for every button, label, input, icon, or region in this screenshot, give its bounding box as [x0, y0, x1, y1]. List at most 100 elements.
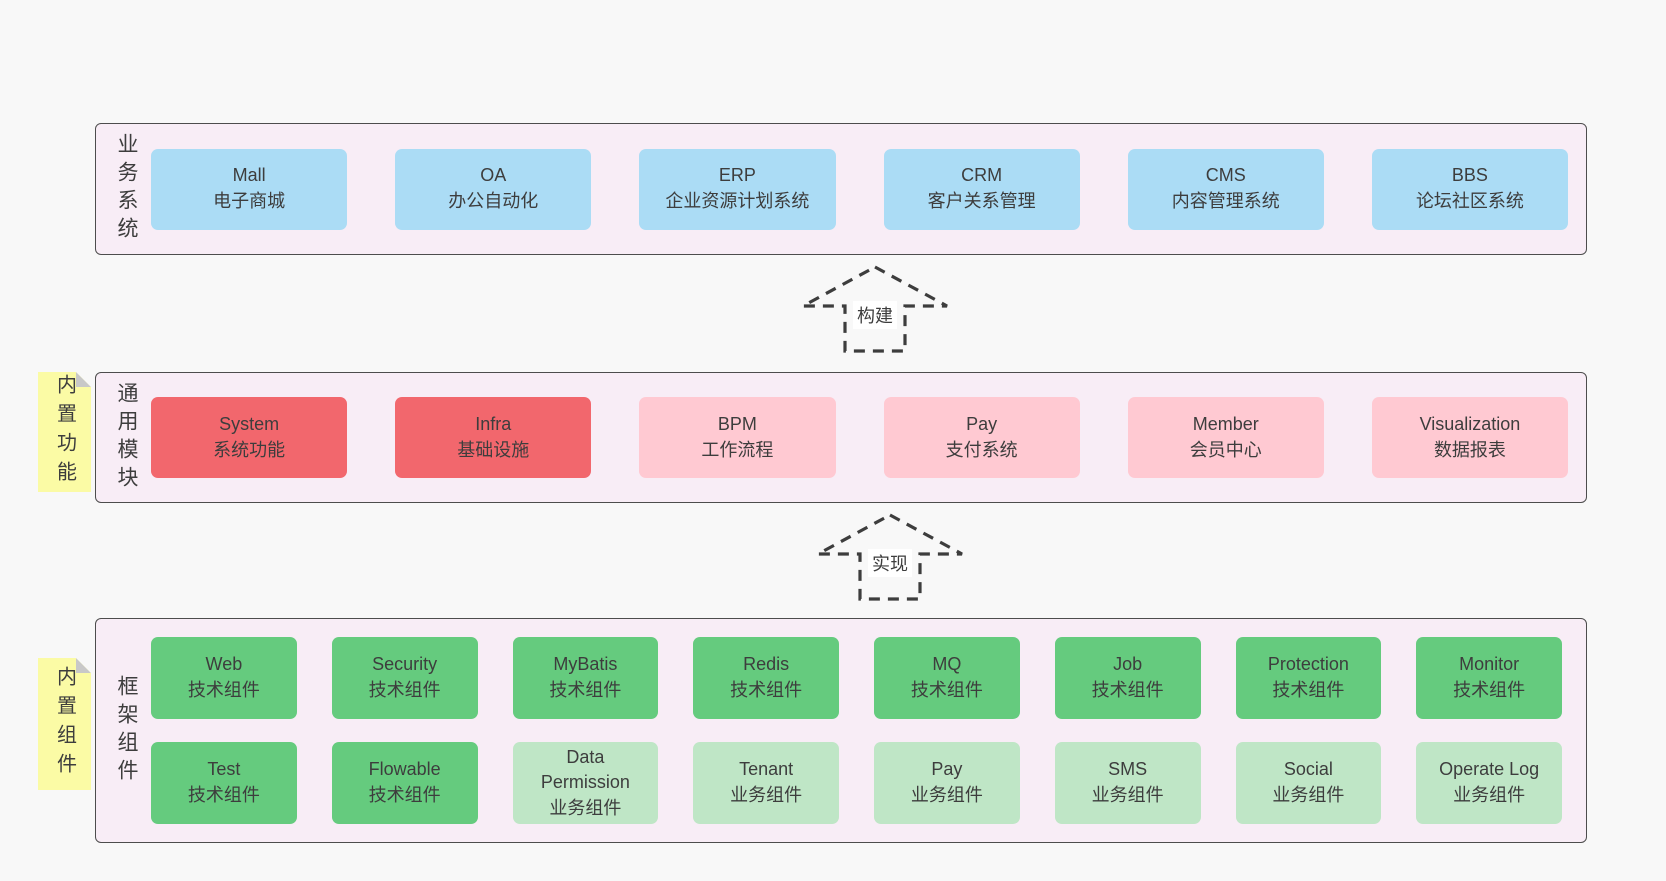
component-row-2: Test 技术组件 Flowable 技术组件 Data Permission … [151, 742, 1562, 824]
node-visualization: Visualization 数据报表 [1371, 397, 1569, 478]
node-subtitle: 技术组件 [1272, 680, 1345, 700]
node-data-permission: Data Permission 业务组件 [512, 742, 659, 824]
folded-corner-icon [76, 372, 91, 387]
band-business-systems: 业务系统 Mall 电子商城 OA 办公自动化 ERP 企业资源计划系统 CRM… [95, 123, 1587, 255]
arrow-label: 实现 [868, 549, 912, 577]
band-label-common-modules: 通用模块 [115, 381, 138, 494]
node-subtitle: 客户关系管理 [927, 191, 1036, 211]
node-mybatis: MyBatis 技术组件 [512, 637, 659, 719]
node-social: Social 业务组件 [1235, 742, 1382, 824]
node-title: BBS [1451, 165, 1488, 186]
sticky-label: 内置组件 [53, 666, 76, 782]
module-nodes: System 系统功能 Infra 基础设施 BPM 工作流程 Pay 支付系统… [151, 397, 1569, 478]
node-bbs: BBS 论坛社区系统 [1371, 148, 1569, 230]
node-title: OA [480, 165, 507, 186]
sticky-built-in-components: 内置组件 [38, 658, 91, 790]
node-job: Job 技术组件 [1054, 637, 1201, 719]
node-title: ERP [718, 165, 756, 186]
node-system: System 系统功能 [151, 397, 348, 478]
node-pay-biz: Pay 业务组件 [874, 742, 1020, 824]
node-title: Pay [966, 413, 998, 434]
node-title: Flowable [368, 759, 441, 780]
node-member: Member 会员中心 [1127, 397, 1324, 478]
node-title: Redis [743, 654, 790, 675]
sticky-label: 内置功能 [53, 374, 76, 490]
node-subtitle: 业务组件 [549, 797, 622, 818]
arrow-build: 构建 [800, 264, 950, 354]
node-protection: Protection 技术组件 [1235, 637, 1382, 719]
node-subtitle: 业务组件 [730, 785, 803, 805]
node-subtitle: 业务组件 [1091, 785, 1164, 805]
node-title: Visualization [1419, 413, 1521, 434]
node-title: MyBatis [553, 654, 618, 675]
node-subtitle: 系统功能 [213, 439, 286, 460]
band-label-framework-components: 框架组件 [115, 674, 138, 787]
node-operate-log: Operate Log 业务组件 [1416, 742, 1562, 824]
band-label-business-systems: 业务系统 [115, 133, 138, 245]
node-title: BPM [717, 413, 757, 434]
node-erp: ERP 企业资源计划系统 [639, 148, 836, 230]
node-subtitle: 电子商城 [213, 191, 286, 211]
node-web: Web 技术组件 [151, 637, 297, 719]
node-infra: Infra 基础设施 [395, 397, 592, 478]
component-grid: Web 技术组件 Security 技术组件 MyBatis 技术组件 Redi… [151, 637, 1562, 824]
node-title: MQ [932, 654, 962, 675]
node-subtitle: 内容管理系统 [1171, 191, 1280, 211]
node-title: Social [1283, 759, 1333, 780]
node-subtitle: 技术组件 [368, 785, 441, 805]
node-title: Monitor [1459, 654, 1520, 675]
node-subtitle: 数据报表 [1433, 439, 1506, 460]
node-subtitle: 技术组件 [187, 680, 260, 700]
node-flowable: Flowable 技术组件 [331, 742, 478, 824]
node-mq: MQ 技术组件 [874, 637, 1020, 719]
node-cms: CMS 内容管理系统 [1127, 148, 1324, 230]
component-row-1: Web 技术组件 Security 技术组件 MyBatis 技术组件 Redi… [151, 637, 1562, 719]
node-title: Tenant [739, 759, 794, 780]
business-nodes: Mall 电子商城 OA 办公自动化 ERP 企业资源计划系统 CRM 客户关系… [151, 148, 1569, 230]
node-subtitle: 技术组件 [368, 680, 441, 700]
node-title: Protection [1267, 654, 1349, 675]
node-subtitle: 论坛社区系统 [1415, 191, 1524, 211]
arrow-label: 构建 [853, 301, 897, 329]
node-subtitle: 业务组件 [1272, 785, 1345, 805]
band-common-modules: 通用模块 System 系统功能 Infra 基础设施 BPM 工作流程 Pay… [95, 372, 1587, 503]
arrow-implement: 实现 [815, 512, 965, 602]
node-subtitle: 技术组件 [910, 680, 983, 700]
node-title: System [219, 413, 280, 434]
node-title: Security [372, 654, 438, 675]
node-title: CMS [1205, 165, 1246, 186]
node-subtitle: 技术组件 [730, 680, 803, 700]
node-subtitle: 基础设施 [457, 439, 530, 460]
node-title: Mall [232, 165, 266, 186]
band-framework-components: 框架组件 Web 技术组件 Security 技术组件 MyBatis 技术组件… [95, 618, 1587, 843]
node-redis: Redis 技术组件 [693, 637, 839, 719]
node-title: Test [207, 759, 241, 780]
node-sms: SMS 业务组件 [1054, 742, 1201, 824]
node-subtitle: 业务组件 [1453, 785, 1526, 805]
node-bpm: BPM 工作流程 [639, 397, 836, 478]
arrow-up-icon [817, 513, 963, 601]
node-title: CRM [961, 165, 1003, 186]
node-subtitle: 工作流程 [701, 439, 774, 460]
node-test: Test 技术组件 [151, 742, 297, 824]
sticky-built-in-features: 内置功能 [38, 372, 91, 492]
node-subtitle: 办公自动化 [448, 191, 539, 211]
node-subtitle: 企业资源计划系统 [665, 191, 810, 211]
node-title: Infra [475, 413, 512, 434]
node-subtitle: 技术组件 [1453, 680, 1526, 700]
node-title: Pay [931, 759, 963, 780]
node-subtitle: 会员中心 [1189, 439, 1262, 460]
node-subtitle: 业务组件 [910, 785, 983, 805]
node-title: Operate Log [1439, 759, 1540, 780]
node-title: SMS [1108, 759, 1148, 780]
node-subtitle: 技术组件 [1091, 680, 1164, 700]
node-oa: OA 办公自动化 [395, 148, 592, 230]
node-pay: Pay 支付系统 [883, 397, 1080, 478]
node-mall: Mall 电子商城 [151, 148, 348, 230]
node-subtitle: 支付系统 [945, 439, 1018, 460]
folded-corner-icon [76, 658, 91, 673]
node-subtitle: 技术组件 [187, 785, 260, 805]
node-title: Web [205, 654, 243, 675]
node-crm: CRM 客户关系管理 [883, 148, 1080, 230]
